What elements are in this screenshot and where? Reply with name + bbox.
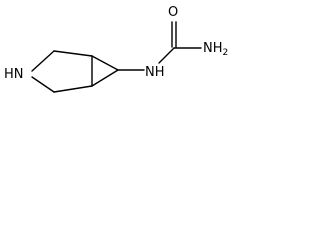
bond-c5-c6 xyxy=(91,69,119,87)
bond-c1-c6 xyxy=(91,55,119,71)
structure-canvas: O NH2 HN NH xyxy=(0,0,237,115)
amide-nh-text: NH xyxy=(203,41,223,56)
amide-nh-label: NH2 xyxy=(203,41,228,58)
amide-h2-subscript: 2 xyxy=(223,48,229,58)
urea-bicyclic-structure: O NH2 HN NH xyxy=(4,5,228,93)
linker-nh-label: NH xyxy=(145,65,165,80)
ring-hn-label: HN xyxy=(4,67,24,82)
bond-c5-bottom-ch2 xyxy=(53,85,93,93)
bond-ring-n-top-ch2 xyxy=(31,50,55,72)
bond-linker-n-carbonyl xyxy=(158,47,175,64)
oxygen-label: O xyxy=(168,5,178,20)
bond-bottom-ch2-ring-n xyxy=(31,76,55,93)
bond-top-ch2-c1 xyxy=(53,50,93,57)
